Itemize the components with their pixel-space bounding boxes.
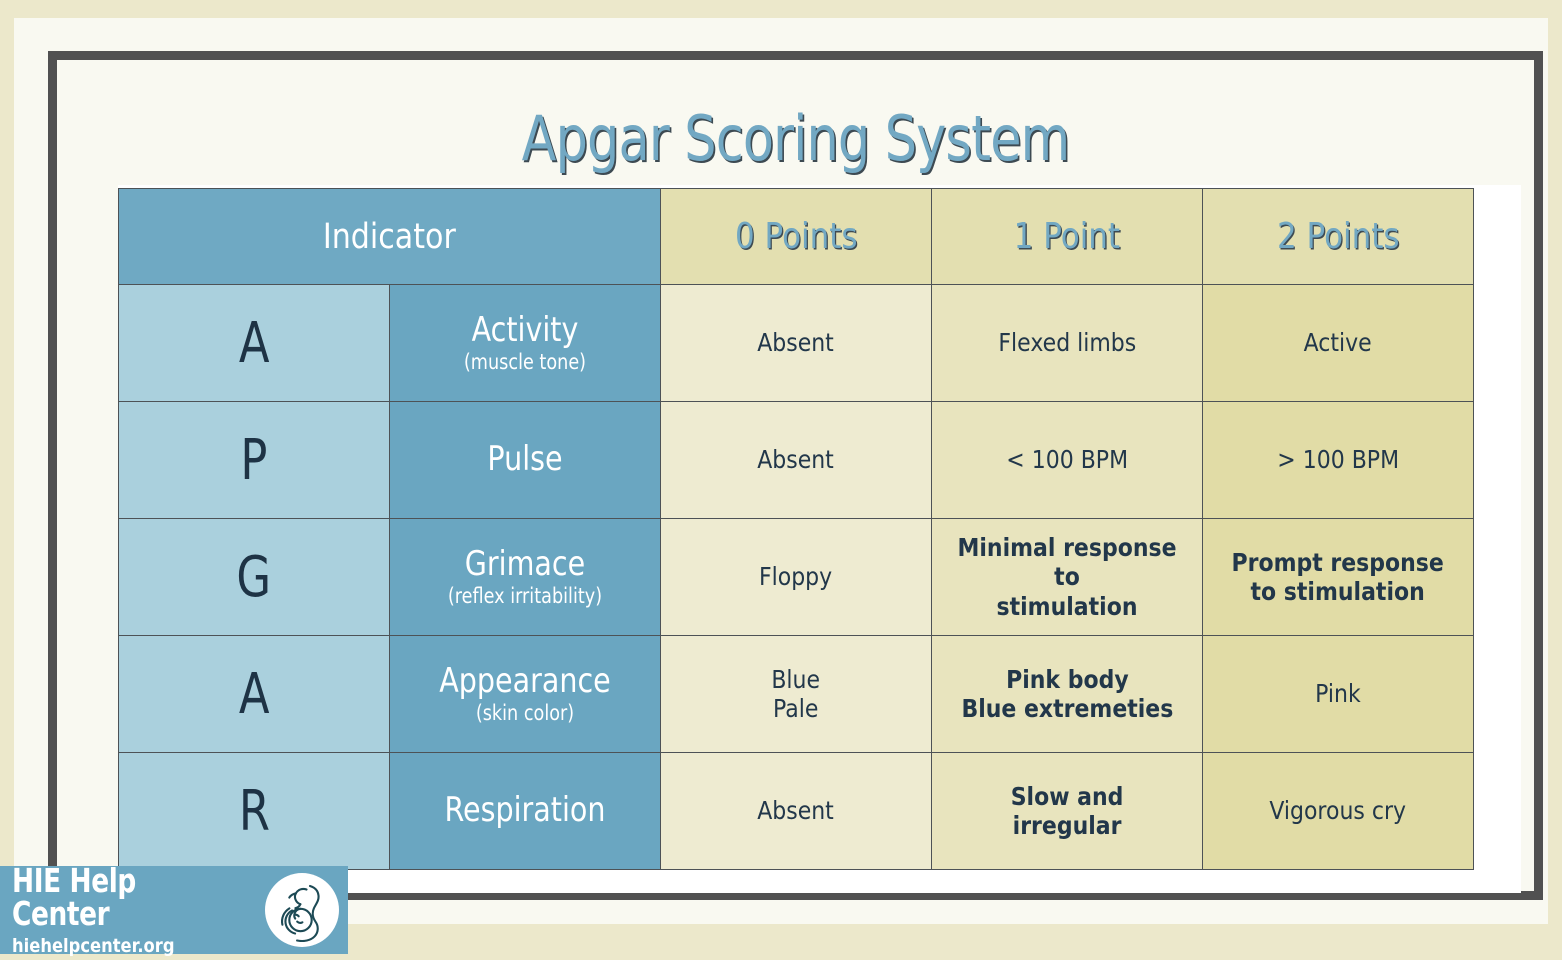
value-2points-text: Prompt response to stimulation <box>1231 547 1445 607</box>
page-panel: Apgar Scoring System Indicator 0 Points … <box>14 18 1548 924</box>
header-2-points-label: 2 Points <box>1276 216 1400 257</box>
value-1point-text: Slow and irregular <box>1010 781 1124 841</box>
row-indicator-name: Respiration <box>389 752 661 870</box>
logo-text-block: HIE Help Center hiehelpcenter.org <box>12 864 265 956</box>
row-value-0points: Absent <box>660 284 932 402</box>
indicator-name-main: Respiration <box>444 790 606 831</box>
table-row: A Activity (muscle tone) Absent Flexed l… <box>118 284 1474 402</box>
value-2points-text: Pink <box>1315 679 1361 709</box>
header-0-points-label: 0 Points <box>734 216 858 257</box>
indicator-name-main: Grimace <box>464 544 586 585</box>
row-value-1point: < 100 BPM <box>931 401 1203 519</box>
value-2points-text: Active <box>1303 328 1373 358</box>
value-0points-text: Blue Pale <box>771 664 821 724</box>
row-value-2points: > 100 BPM <box>1202 401 1474 519</box>
row-letter-text: R <box>238 778 270 844</box>
row-indicator-name: Appearance (skin color) <box>389 635 661 753</box>
row-value-0points: Floppy <box>660 518 932 636</box>
value-0points-text: Floppy <box>759 562 833 592</box>
row-value-1point: Minimal response to stimulation <box>931 518 1203 636</box>
table-row: G Grimace (reflex irritability) Floppy M… <box>118 518 1474 636</box>
value-0points-text: Absent <box>757 796 835 826</box>
value-2points-text: > 100 BPM <box>1277 445 1399 475</box>
indicator-name-main: Pulse <box>487 439 563 480</box>
table-row: A Appearance (skin color) Blue Pale Pink… <box>118 635 1474 753</box>
value-1point-text: < 100 BPM <box>1006 445 1128 475</box>
table-row: R Respiration Absent Slow and irregular … <box>118 752 1474 870</box>
row-letter: G <box>118 518 390 636</box>
hie-help-center-logo-banner[interactable]: HIE Help Center hiehelpcenter.org <box>0 864 348 956</box>
header-indicator-label: Indicator <box>322 216 457 257</box>
value-1point-text: Flexed limbs <box>998 328 1136 358</box>
row-value-1point: Slow and irregular <box>931 752 1203 870</box>
row-value-2points: Pink <box>1202 635 1474 753</box>
header-2-points: 2 Points <box>1202 188 1474 285</box>
row-letter: R <box>118 752 390 870</box>
value-1point-text: Pink body Blue extremeties <box>961 664 1173 724</box>
row-letter: A <box>118 284 390 402</box>
header-1-point: 1 Point <box>931 188 1203 285</box>
row-letter-text: A <box>238 661 270 727</box>
indicator-name-main: Activity <box>471 310 579 351</box>
header-0-points: 0 Points <box>660 188 932 285</box>
row-letter: P <box>118 401 390 519</box>
indicator-name-sub: (muscle tone) <box>463 349 587 374</box>
row-letter-text: A <box>238 310 270 376</box>
value-1point-text: Minimal response to stimulation <box>957 532 1177 621</box>
row-letter-text: G <box>236 544 272 610</box>
row-indicator-name: Pulse <box>389 401 661 519</box>
table-row: P Pulse Absent < 100 BPM > 100 BPM <box>118 401 1474 519</box>
row-indicator-name: Activity (muscle tone) <box>389 284 661 402</box>
row-letter: A <box>118 635 390 753</box>
value-2points-text: Vigorous cry <box>1269 796 1407 826</box>
row-value-2points: Prompt response to stimulation <box>1202 518 1474 636</box>
row-value-2points: Active <box>1202 284 1474 402</box>
row-value-1point: Pink body Blue extremeties <box>931 635 1203 753</box>
logo-name: HIE Help Center <box>12 861 136 933</box>
row-value-0points: Absent <box>660 401 932 519</box>
row-value-1point: Flexed limbs <box>931 284 1203 402</box>
table-header-row: Indicator 0 Points 1 Point 2 Points <box>118 188 1474 285</box>
mother-and-baby-icon <box>265 873 339 947</box>
header-1-point-label: 1 Point <box>1013 216 1121 257</box>
indicator-name-sub: (reflex irritability) <box>447 583 603 608</box>
indicator-name-sub: (skin color) <box>475 700 575 725</box>
row-value-0points: Blue Pale <box>660 635 932 753</box>
slide-frame: Apgar Scoring System Indicator 0 Points … <box>48 51 1543 900</box>
value-0points-text: Absent <box>757 328 835 358</box>
row-letter-text: P <box>240 427 268 493</box>
indicator-name-main: Appearance <box>439 661 611 702</box>
apgar-scoring-table: Indicator 0 Points 1 Point 2 Points A Ac… <box>118 188 1474 870</box>
logo-url: hiehelpcenter.org <box>12 935 175 957</box>
page-title: Apgar Scoring System <box>521 102 1071 175</box>
row-value-0points: Absent <box>660 752 932 870</box>
row-value-2points: Vigorous cry <box>1202 752 1474 870</box>
header-indicator: Indicator <box>118 188 661 285</box>
row-indicator-name: Grimace (reflex irritability) <box>389 518 661 636</box>
value-0points-text: Absent <box>757 445 835 475</box>
